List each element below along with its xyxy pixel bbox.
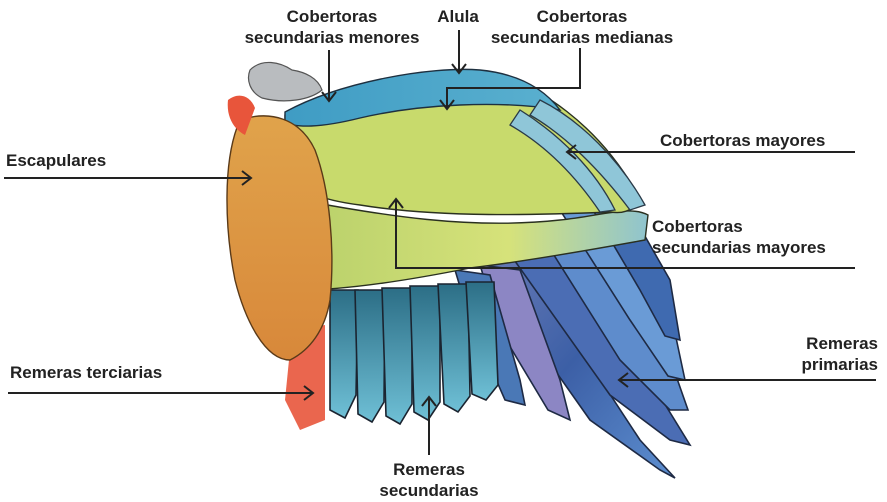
label-line: secundarias mayores bbox=[652, 237, 826, 258]
label-line: Remeras bbox=[366, 459, 492, 480]
label-cobertoras-secundarias-mayores: Cobertoras secundarias mayores bbox=[652, 216, 826, 258]
label-remeras-terciarias: Remeras terciarias bbox=[10, 362, 162, 383]
label-line: Cobertoras bbox=[652, 216, 826, 237]
label-line: secundarias bbox=[366, 480, 492, 501]
scapular-feathers bbox=[227, 116, 332, 360]
label-line: Cobertoras mayores bbox=[660, 130, 825, 151]
label-remeras-secundarias: Remeras secundarias bbox=[366, 459, 492, 501]
label-cobertoras-mayores: Cobertoras mayores bbox=[660, 130, 825, 151]
label-line: secundarias menores bbox=[232, 27, 432, 48]
label-line: Remeras terciarias bbox=[10, 362, 162, 383]
label-line: Cobertoras bbox=[478, 6, 686, 27]
grey-tuft bbox=[249, 62, 323, 100]
label-line: secundarias medianas bbox=[478, 27, 686, 48]
secondary-feathers bbox=[330, 282, 498, 424]
label-remeras-primarias: Remeras primarias bbox=[760, 333, 878, 375]
label-line: Escapulares bbox=[6, 150, 106, 171]
label-escapulares: Escapulares bbox=[6, 150, 106, 171]
label-line: Remeras bbox=[760, 333, 878, 354]
label-line: primarias bbox=[760, 354, 878, 375]
label-cobertoras-secundarias-menores: Cobertoras secundarias menores bbox=[232, 6, 432, 48]
label-line: Cobertoras bbox=[232, 6, 432, 27]
label-cobertoras-secundarias-medianas: Cobertoras secundarias medianas bbox=[478, 6, 686, 48]
